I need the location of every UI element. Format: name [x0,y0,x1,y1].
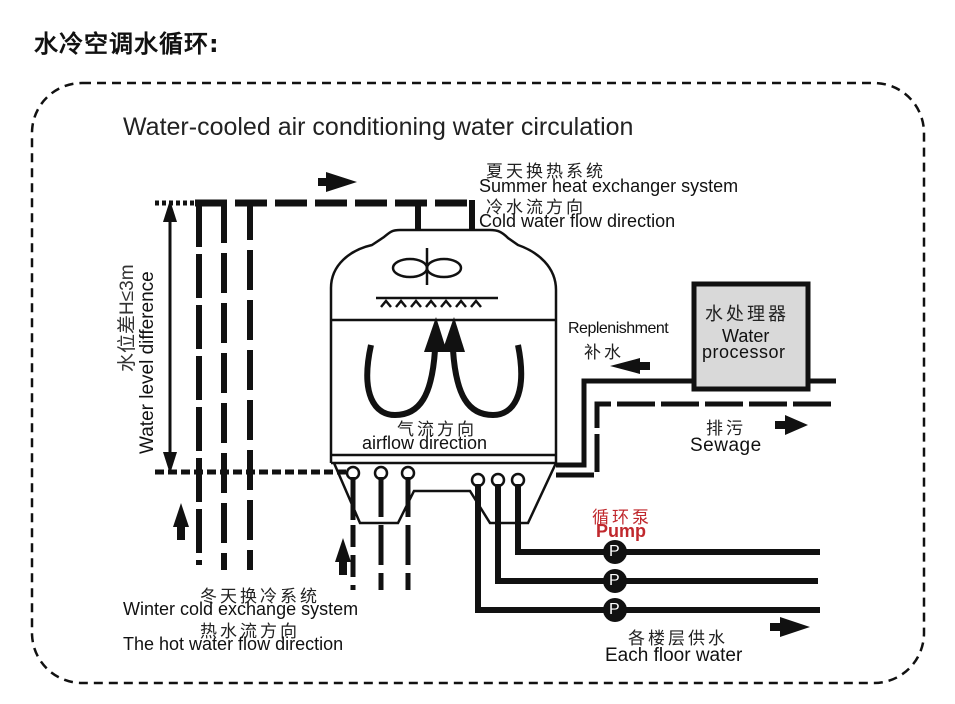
water-level-arrow [163,200,177,474]
airflow-arrowhead-right [442,317,465,352]
summer-label-en: Summer heat exchanger system [479,176,739,196]
cooling-tower [329,228,558,525]
page-heading: 水冷空调水循环: [34,30,220,58]
airflow-label-en: airflow direction [362,433,488,453]
pump-label-cn: 循环泵 [592,508,652,528]
cold-flow-label-cn: 冷水流方向 [486,198,586,218]
dashed-border [30,81,926,685]
hot-flow-label-en: The hot water flow direction [123,634,344,654]
pump-symbol-3: P [609,601,620,618]
water-level-label-cn: 水位差H≤3m [117,264,138,372]
cold-flow-arrow [318,172,357,192]
pump-symbol-1: P [609,543,620,560]
top-header-pipe [155,199,475,231]
airflow-arrows [364,344,525,419]
hot-flow-arrows [173,503,351,575]
sewage-pipe [556,401,832,478]
replenishment-label-cn: 补水 [584,343,624,363]
winter-label-cn: 冬天换冷系统 [200,587,320,607]
left-riser-pipes [196,200,253,570]
winter-pipes [350,477,411,590]
water-level-label-en: Water level difference [137,271,158,454]
water-processor-label-en-1: Water [722,326,770,346]
pump-pipes [475,484,820,613]
pump-2 [603,569,627,593]
airflow-arrowhead-left [424,317,447,352]
pump-symbol-2: P [609,572,620,589]
winter-label-en: Winter cold exchange system [123,599,359,619]
inlet-nozzles [345,465,526,488]
floor-supply-label-cn: 各楼层供水 [628,629,728,649]
hot-flow-label-cn: 热水流方向 [200,622,300,642]
spray-nozzles [376,296,498,308]
pump-1 [603,540,627,564]
pumps [603,540,627,622]
summer-label-cn: 夏天换热系统 [486,162,606,182]
pump-label-en: Pump [596,521,647,541]
replenishment-arrow [610,358,650,374]
replenishment-label-en: Replenishment [568,320,669,337]
cold-flow-label-en: Cold water flow direction [479,211,676,231]
water-processor-label-en-2: processor [702,342,786,362]
floor-supply-arrow [770,617,810,637]
sewage-arrow [775,415,808,435]
airflow-label-cn: 气流方向 [397,420,477,440]
fan-icon [391,248,463,285]
floor-supply-label-en: Each floor water [605,645,743,666]
replenishment-pipe [556,378,836,468]
pump-3 [603,598,627,622]
water-processor-box [691,281,811,392]
diagram-title: Water-cooled air conditioning water circ… [123,113,634,141]
water-processor-label-cn: 水处理器 [705,304,789,325]
sewage-label-en: Sewage [690,435,762,456]
sewage-label-cn: 排污 [706,419,746,439]
